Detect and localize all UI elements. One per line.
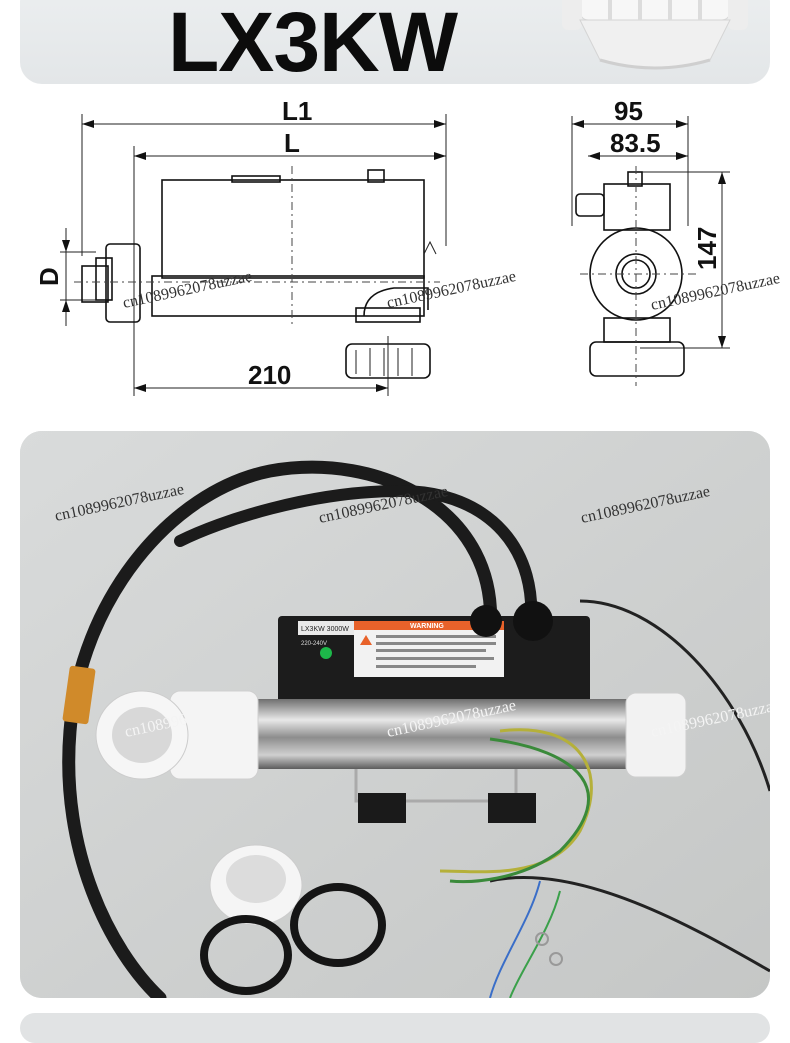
dim-label-95: 95 (614, 96, 643, 126)
title-banner: LX3KW (20, 0, 770, 84)
dimension-210: 210 (134, 336, 389, 396)
product-title: LX3KW (168, 0, 458, 84)
dim-label-d: D (34, 267, 64, 286)
dim-label-210: 210 (248, 360, 291, 390)
label-voltage-text: 220-240V (301, 641, 327, 647)
dimension-d: D (34, 228, 96, 326)
watermark: cn1089962078uzzae (649, 270, 781, 314)
dim-label-83-5: 83.5 (610, 128, 661, 158)
dim-label-147: 147 (692, 227, 722, 270)
dimension-l: L (133, 128, 446, 396)
watermark: cn1089962078uzzae (121, 268, 253, 312)
product-photo: LX3KW 3000W 220-240V WARNING (20, 431, 770, 998)
dimension-drawing: L1 L D 210 (34, 96, 781, 396)
next-section-strip (20, 1013, 770, 1043)
dim-label-l: L (284, 128, 300, 158)
dimension-l1: L1 (81, 96, 447, 256)
end-view: 95 83.5 147 (571, 96, 730, 386)
dim-label-l1: L1 (282, 96, 312, 126)
heater-fitting-image (562, 0, 748, 70)
label-model-text: LX3KW 3000W (301, 626, 349, 633)
side-view (74, 166, 440, 379)
warning-label-text: WARNING (410, 623, 444, 630)
watermark: cn1089962078uzzae (385, 268, 517, 312)
heater-photo-illustration: LX3KW 3000W 220-240V WARNING (20, 431, 770, 998)
